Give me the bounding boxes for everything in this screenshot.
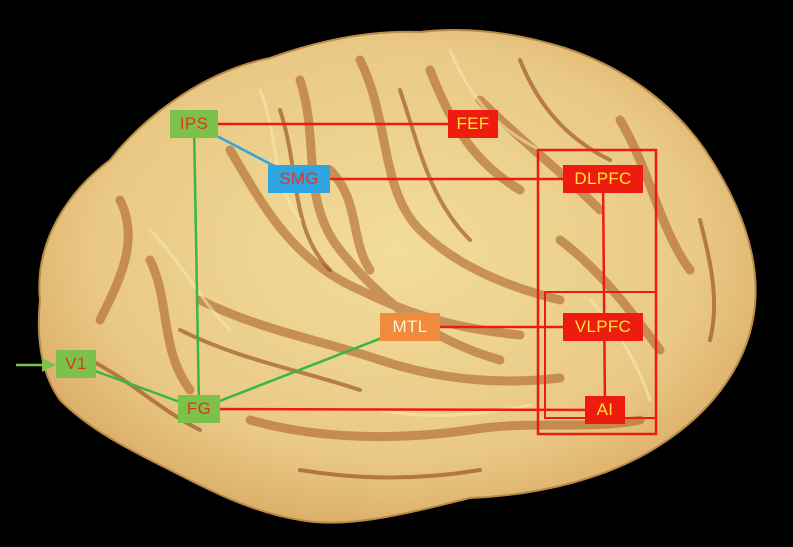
node-v1: V1	[56, 350, 96, 378]
node-vlpfc: VLPFC	[563, 313, 643, 341]
node-ai: AI	[585, 396, 625, 424]
node-fef: FEF	[448, 110, 498, 138]
cortex-surface	[39, 30, 756, 523]
node-fg: FG	[178, 395, 220, 423]
node-smg: SMG	[268, 165, 330, 193]
node-ips: IPS	[170, 110, 218, 138]
connection-fg-ai	[199, 409, 605, 410]
node-mtl: MTL	[380, 313, 440, 341]
node-dlpfc: DLPFC	[563, 165, 643, 193]
